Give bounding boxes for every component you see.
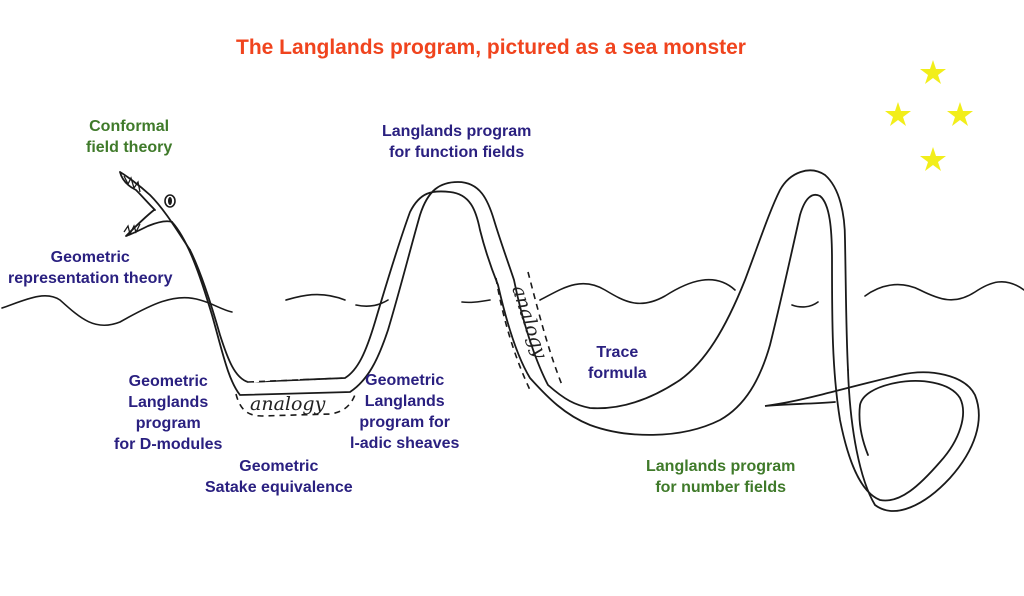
analogy-region-1 — [235, 391, 357, 417]
monster-teeth — [123, 175, 141, 236]
monster-body-inner — [189, 190, 964, 502]
label-geometric-satake: Geometric Satake equivalence — [205, 458, 353, 496]
analogy-region-2 — [495, 271, 563, 391]
monster-tail — [764, 369, 980, 512]
label-trace-formula: Trace formula — [588, 344, 647, 382]
monster-head — [119, 171, 191, 251]
label-number-fields: Langlands program for number fields — [646, 458, 796, 496]
analogy-text-2: analogy — [507, 283, 551, 362]
monster-body-outer — [171, 169, 849, 410]
star-icon — [947, 102, 973, 126]
label-d-modules: Geometric Langlands program for D-module… — [114, 373, 223, 453]
diagram-title: The Langlands program, pictured as a sea… — [236, 36, 746, 59]
label-conformal-field-theory: Conformal field theory — [86, 118, 173, 156]
stars — [885, 60, 973, 171]
label-l-adic-sheaves: Geometric Langlands program for l-adic s… — [350, 372, 460, 452]
sea-waves — [1, 278, 1024, 327]
star-icon — [920, 60, 946, 84]
star-icon — [920, 147, 946, 171]
star-icon — [885, 102, 911, 126]
label-function-fields: Langlands program for function fields — [382, 123, 532, 161]
label-geometric-representation-theory: Geometric representation theory — [8, 249, 173, 287]
analogy-text-1: analogy — [250, 393, 326, 415]
